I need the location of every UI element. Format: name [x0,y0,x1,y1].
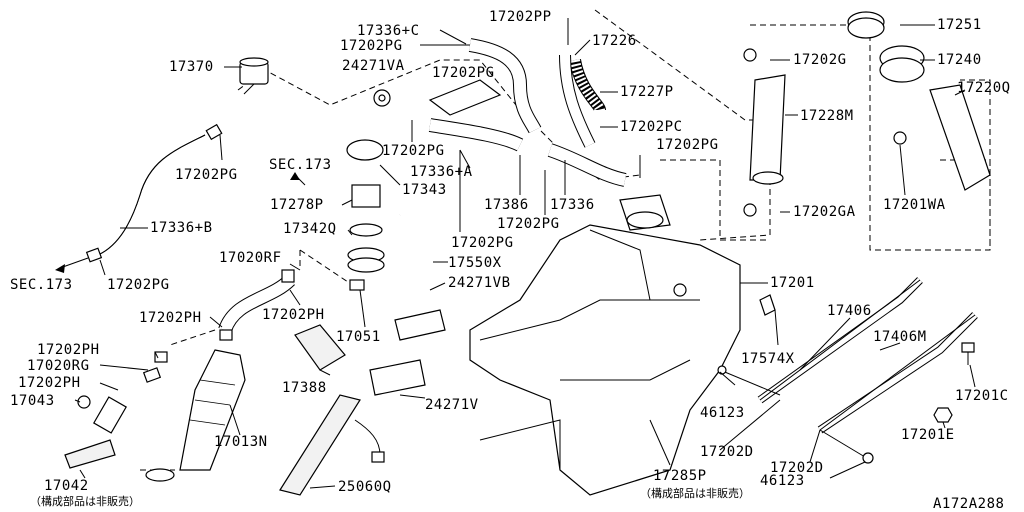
label-17202pg-e: 17202PG [107,277,170,293]
label-17202ph-a: 17202PH [139,310,202,326]
label-17202pg-top: 17202PG [340,38,403,54]
label-17406m: 17406M [873,329,927,345]
fuel-tank-17201 [469,194,741,496]
label-17240: 17240 [937,52,982,68]
label-sec173-left: SEC.173 [10,277,73,293]
diagram-id: A172A288 [933,496,1005,512]
label-17336: 17336 [550,197,595,213]
label-46123-a: 46123 [700,405,745,421]
bolt-46123-a [719,369,781,396]
label-17042: 17042 [44,478,89,494]
label-17202d-a: 17202D [700,444,754,460]
label-17388: 17388 [282,380,327,396]
label-17342q: 17342Q [283,221,337,237]
label-17202pg-c: 17202PG [497,216,560,232]
corrugated-hose-17227p [569,58,606,113]
dashed-outline-filler-box [660,159,991,250]
label-17202pc: 17202PC [620,119,683,135]
label-17051: 17051 [336,329,381,345]
label-24271va: 24271VA [342,58,405,74]
label-17574x: 17574X [741,351,795,367]
label-sec173-top: SEC.173 [269,157,332,173]
filler-neck-group [743,11,991,217]
label-17201c: 17201C [955,388,1009,404]
label-17226: 17226 [592,33,637,49]
label-17550x: 17550X [448,255,502,271]
filler-pipe-17013n [179,349,246,471]
label-17285p: 17285P [653,468,707,484]
label-17202pg-left: 17202PG [175,167,238,183]
note-not-sold-right: （構成部品は非販売） [640,487,750,500]
pad-24271v [369,359,426,396]
dashed-outline-lower-left [140,329,216,471]
bolt-46123-b [819,429,871,461]
strap-17406 [759,279,921,401]
strip-25060q [279,394,361,496]
label-17202g: 17202G [793,52,847,68]
label-17020rg: 17020RG [27,358,90,374]
label-17220q: 17220Q [957,80,1011,96]
leader-lines [74,18,976,489]
label-17336-c: 17336+C [357,23,420,39]
label-17336-a: 17336+A [410,164,473,180]
label-24271vb: 24271VB [448,275,511,291]
ring-17343 [346,139,384,161]
label-17013n: 17013N [214,434,268,450]
label-17020rf: 17020RF [219,250,282,266]
label-17228m: 17228M [800,108,854,124]
label-17278p: 17278P [270,197,324,213]
label-17251: 17251 [937,17,982,33]
label-17202ga: 17202GA [793,204,856,220]
label-17202ph-c: 17202PH [37,342,100,358]
bracket-17388 [294,324,346,371]
nut-17201e [933,407,953,423]
label-17336-b: 17336+B [150,220,213,236]
strap-17406m [819,314,976,431]
label-17201e: 17201E [901,427,955,443]
label-17201: 17201 [770,275,815,291]
label-17343: 17343 [402,182,447,198]
pad-24271vb [394,309,446,341]
hose-17336-b [97,134,206,256]
label-17201wa: 17201WA [883,197,946,213]
clip-17574x [759,294,776,316]
label-17202pg-b: 17202PG [382,143,445,159]
label-17406: 17406 [827,303,872,319]
label-17202pg-d: 17202PG [451,235,514,251]
label-46123-b: 46123 [760,473,805,489]
label-17202pp: 17202PP [489,9,552,25]
pump-assembly [347,184,385,291]
label-17202pg-mid: 17202PG [432,65,495,81]
note-not-sold-left: （構成部品は非販売） [30,495,140,508]
label-17370: 17370 [169,59,214,75]
label-24271v: 24271V [425,397,479,413]
label-25060q: 25060Q [338,479,392,495]
label-17202ph-b: 17202PH [262,307,325,323]
label-17386: 17386 [484,197,529,213]
label-17202ph-d: 17202PH [18,375,81,391]
pad-24271va [428,79,502,116]
label-17227p: 17227P [620,84,674,100]
filter-17370 [239,57,269,95]
label-17202pg-a: 17202PG [656,137,719,153]
label-17043: 17043 [10,393,55,409]
label-17202d-b: 17202D [770,460,824,476]
part-17042 [64,439,116,469]
